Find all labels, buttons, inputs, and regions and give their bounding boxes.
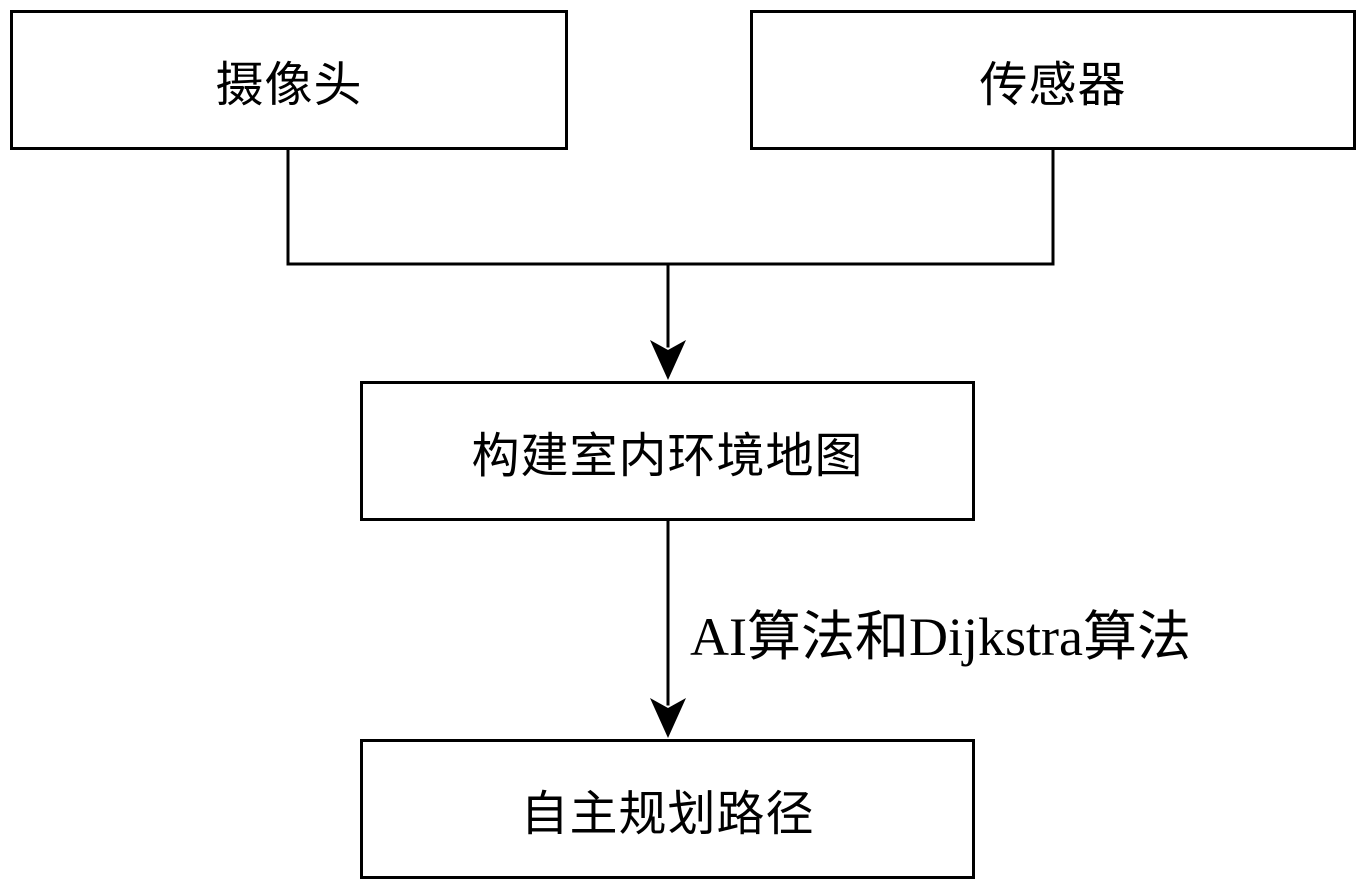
build-indoor-map-node: 构建室内环境地图: [360, 381, 975, 521]
arrowhead-to-map: [650, 340, 686, 380]
build-indoor-map-label: 构建室内环境地图: [471, 428, 864, 484]
camera-node: 摄像头: [10, 10, 568, 150]
camera-node-label: 摄像头: [215, 57, 363, 113]
autonomous-path-planning-node: 自主规划路径: [360, 739, 975, 879]
sensor-node: 传感器: [750, 10, 1356, 150]
arrowhead-to-path: [650, 698, 686, 738]
sensor-node-label: 传感器: [979, 57, 1127, 113]
algorithm-edge-label: AI算法和Dijkstra算法: [690, 607, 1191, 667]
autonomous-path-planning-label: 自主规划路径: [520, 786, 815, 842]
